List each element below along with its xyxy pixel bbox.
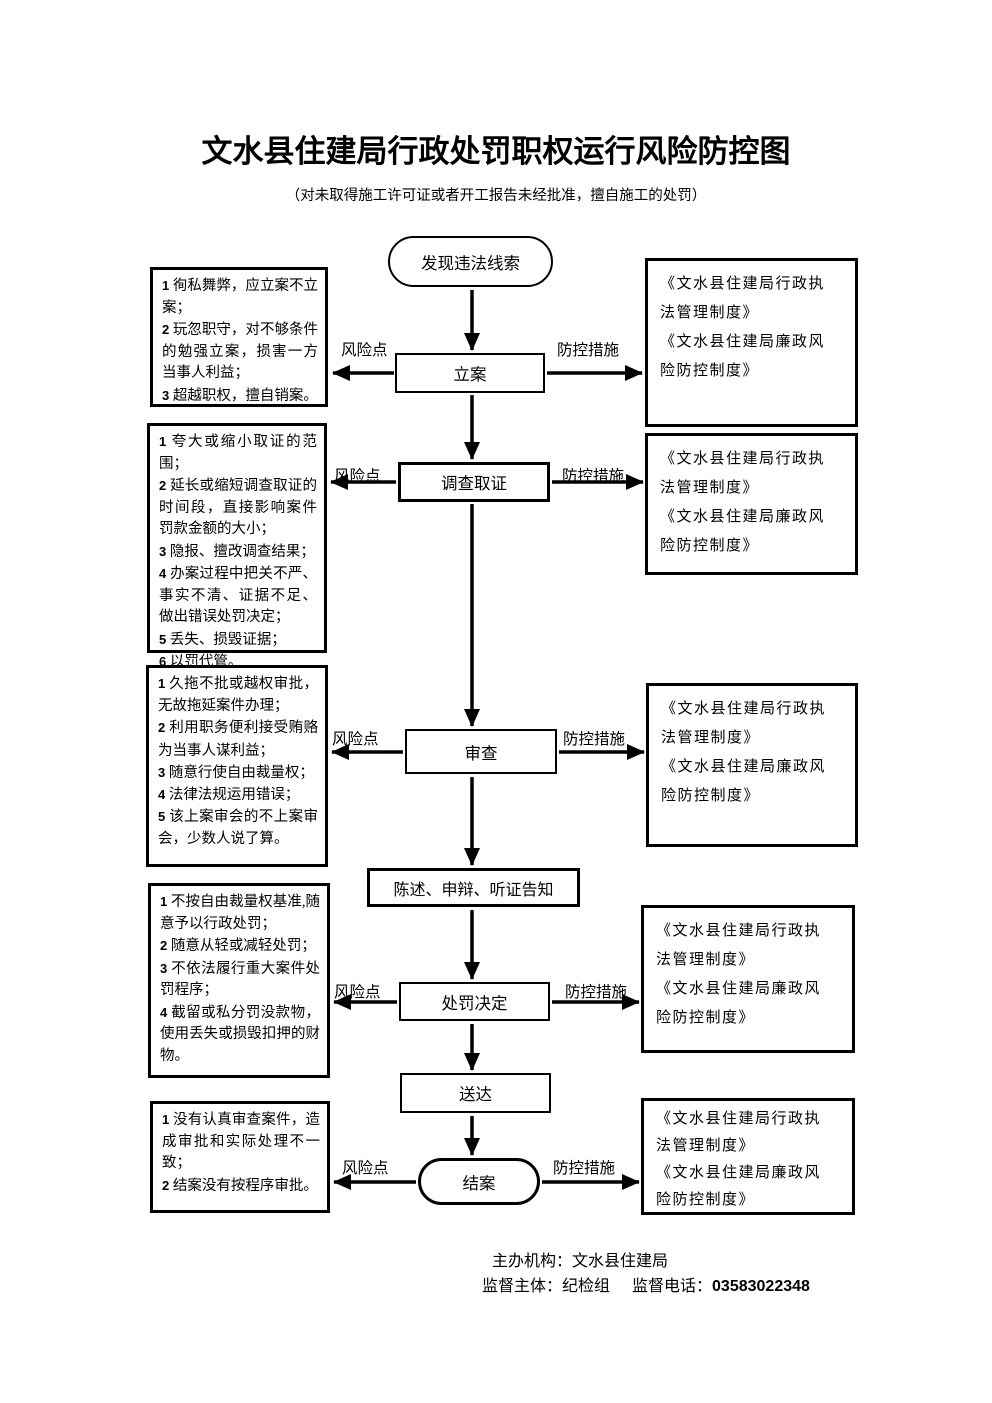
risk-item: 1 久拖不批或越权审批，无故拖延案件办理； [158,676,319,715]
measure-box-closing: 《文水县住建局行政执 法管理制度》 《文水县住建局廉政风 险防控制度》 [641,1098,855,1215]
risk-box-penalty: 1 不按自由裁量权基准,随意予以行政处罚； 2 随意从轻或减轻处罚； 3 不依法履行… [148,883,330,1078]
risk-item: 5 该上案审会的不上案审会，少数人说了算。 [158,809,319,848]
risk-label-row2: 风险点 [334,468,381,485]
risk-item: 1 不按自由裁量权基准,随意予以行政处罚； [160,894,320,932]
page-title: 文水县住建局行政处罚职权运行风险防控图 [201,134,791,169]
node-investigation: 调查取证 [398,462,550,502]
risk-box-investigation: 1 夸大或缩小取证的范围； 2 延长或缩短调查取证的时间段，直接影响案件罚款金额的… [147,423,327,670]
node-start: 发现违法线索 [388,236,553,287]
risk-item: 2 随意从轻或减轻处罚； [160,938,316,954]
measure-label-row3: 防控措施 [563,731,626,748]
measure-label-row2: 防控措施 [562,468,625,485]
measure-label-row5: 防控措施 [553,1160,616,1177]
risk-label-row4: 风险点 [334,984,381,1001]
measure-label-row4: 防控措施 [565,984,628,1001]
risk-item: 3 不依法履行重大案件处罚程序； [160,960,321,999]
measure-label-row1: 防控措施 [557,342,620,359]
node-review: 审查 [405,729,557,774]
risk-box-review: 1 久拖不批或越权审批，无故拖延案件办理； 2 利用职务便利接受贿赂为当事人谋利益… [146,665,328,867]
risk-item: 2 玩忽职守，对不够条件的勉强立案，损害一方当事人利益； [162,322,318,381]
measure-box-penalty: 《文水县住建局行政执 法管理制度》 《文水县住建局廉政风 险防控制度》 [641,905,855,1053]
risk-item: 2 延长或缩短调查取证的时间段，直接影响案件罚款金额的大小； [159,478,318,537]
risk-item: 3 超越职权，擅自销案。 [162,387,318,404]
risk-item: 4 截留或私分罚没款物，使用丢失或损毁扣押的财物。 [160,1004,321,1064]
risk-item: 2 利用职务便利接受贿赂为当事人谋利益； [158,720,319,759]
risk-item: 1 没有认真审查案件，造成审批和实际处理不一致； [162,1112,321,1171]
node-end: 结案 [418,1158,540,1205]
node-penalty-decision: 处罚决定 [399,982,550,1021]
risk-label-row5: 风险点 [342,1160,389,1177]
footer-supervision: 监督主体：纪检组 监督电话：03583022348 [482,1272,810,1296]
risk-label-row1: 风险点 [341,342,388,359]
measure-box-investigation: 《文水县住建局行政执 法管理制度》 《文水县住建局廉政风 险防控制度》 [645,433,858,575]
risk-item: 3 随意行使自由裁量权； [158,764,314,781]
footer-organizer: 主办机构：文水县住建局 [492,1253,669,1270]
measure-box-review: 《文水县住建局行政执 法管理制度》 《文水县住建局廉政风 险防控制度》 [646,683,858,847]
risk-item: 4 办案过程中把关不严、事实不清、证据不足、做出错误处罚决定； [159,566,318,625]
risk-item: 5 丢失、损毁证据； [159,631,286,648]
node-delivery: 送达 [400,1073,551,1113]
page-subtitle: （对未取得施工许可证或者开工报告未经批准，擅自施工的处罚） [285,188,707,204]
risk-item: 2 结案没有按程序审批。 [162,1177,318,1194]
risk-box-filing: 1 徇私舞弊，应立案不立案； 2 玩忽职守，对不够条件的勉强立案，损害一方当事人利… [150,267,328,407]
footer-phone-label: 监督电话： [632,1278,713,1295]
footer-phone-number: 03583022348 [712,1278,810,1295]
risk-box-closing: 1 没有认真审查案件，造成审批和实际处理不一致； 2 结案没有按程序审批。 [150,1101,330,1213]
node-filing: 立案 [395,353,545,393]
risk-item: 1 徇私舞弊，应立案不立案； [162,278,318,316]
risk-item: 1 夸大或缩小取证的范围； [159,434,318,472]
risk-item: 3 隐报、擅改调查结果； [159,543,315,560]
footer-supervisor: 监督主体：纪检组 [482,1278,611,1295]
risk-label-row3: 风险点 [332,731,379,748]
node-hearing-notice: 陈述、申辩、听证告知 [367,868,580,907]
risk-item: 4 法律法规运用错误； [158,787,300,804]
measure-box-filing: 《文水县住建局行政执 法管理制度》 《文水县住建局廉政风 险防控制度》 [645,258,858,427]
